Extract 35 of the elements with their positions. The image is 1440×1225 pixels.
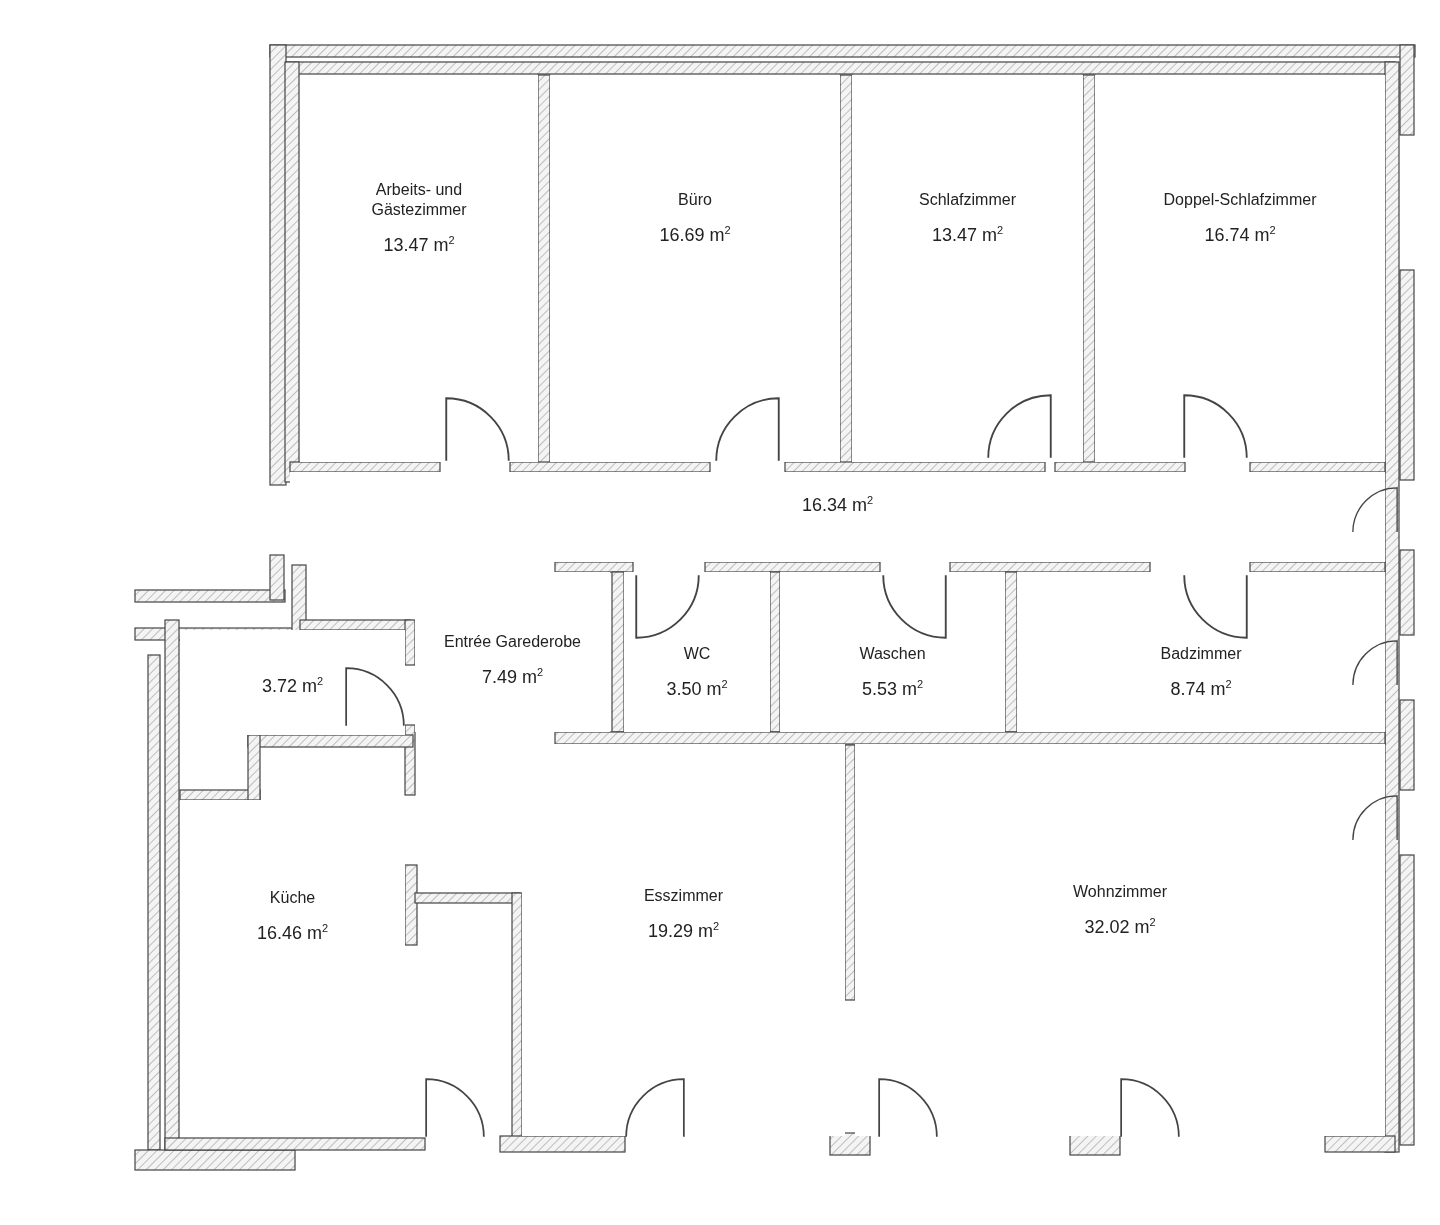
- room: [300, 75, 538, 462]
- room-name: Büro: [678, 190, 712, 210]
- area-label: 16.74 m$^{2}$: [1204, 224, 1276, 246]
- room: [180, 630, 405, 735]
- room: [855, 744, 1385, 1136]
- room-name: Esszimmer: [643, 886, 724, 906]
- room: [780, 572, 1005, 732]
- room-name: Schlafzimmer: [919, 190, 1016, 210]
- room-name: WC: [683, 644, 711, 664]
- room: [290, 472, 1385, 562]
- area-label: 16.69 m$^{2}$: [659, 224, 731, 246]
- room: [852, 75, 1083, 462]
- room: [624, 572, 770, 732]
- room-name: Wohnzimmer: [1073, 882, 1167, 902]
- area-label: 7.49 m$^{2}$: [481, 666, 544, 688]
- room-name: Küche: [269, 888, 316, 908]
- room: [550, 75, 840, 462]
- area-label: 13.47 m$^{2}$: [383, 234, 455, 256]
- area-label: 32.02 m$^{2}$: [1084, 916, 1156, 938]
- room-name: Arbeits- und Gästezimmer: [370, 180, 468, 220]
- room: [522, 744, 845, 1136]
- area-label: 13.47 m$^{2}$: [931, 224, 1004, 246]
- room-name: Doppel-Schlafzimmer: [1163, 190, 1317, 210]
- area-label: 16.46 m$^{2}$: [256, 922, 329, 944]
- area-label: 3.72 m$^{2}$: [261, 675, 324, 697]
- area-label: 19.29 m$^{2}$: [647, 920, 720, 942]
- room: [1095, 75, 1385, 462]
- area-label: 16.34 m$^{2}$: [801, 494, 874, 516]
- area-label: 5.53 m$^{2}$: [861, 678, 924, 700]
- area-label: 3.50 m$^{2}$: [666, 678, 728, 700]
- room: [1017, 572, 1385, 732]
- area-label: 8.74 m$^{2}$: [1170, 678, 1232, 700]
- room-name: Entrée Garederobe: [444, 632, 581, 652]
- room-name: Badzimmer: [1160, 644, 1242, 664]
- room-name: Waschen: [859, 644, 926, 664]
